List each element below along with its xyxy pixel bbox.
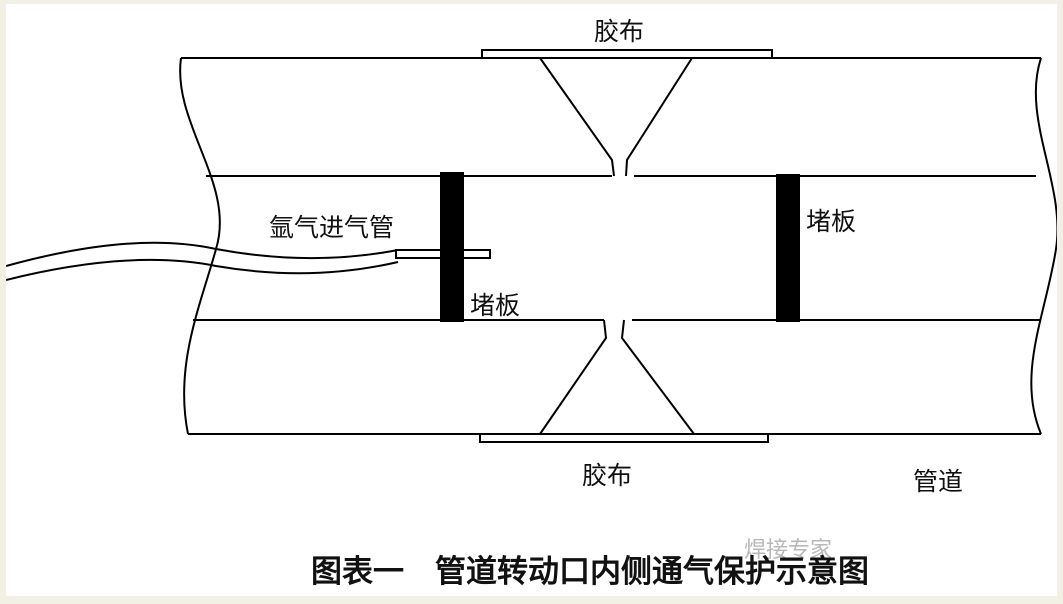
tape-bottom-label: 胶布: [582, 461, 633, 490]
bevel-top-left: [539, 57, 615, 177]
right-break-line: [1030, 57, 1057, 435]
plug-left: [440, 172, 464, 322]
argon-hose-upper: [6, 241, 399, 267]
bevel-bottom-right: [620, 319, 695, 435]
plug-left-label: 堵板: [470, 291, 521, 320]
tape-bottom: [479, 433, 769, 443]
diagram-canvas: 胶布 胶布 氩气进气管 堵板 堵板 管道 焊接专家 图表一 管道转动口内侧通气保…: [6, 4, 1057, 596]
pipe-purge-diagram: [6, 49, 1057, 443]
argon-inlet-pipe-front: [395, 249, 491, 259]
bevel-top-right: [625, 57, 693, 177]
tape-top-label: 胶布: [594, 17, 645, 46]
pipe-label: 管道: [913, 467, 964, 496]
figure-caption: 图表一 管道转动口内侧通气保护示意图: [311, 554, 869, 590]
tape-top: [481, 49, 773, 59]
plug-right-label: 堵板: [806, 207, 857, 236]
argon-inlet-label: 氩气进气管: [269, 213, 395, 242]
watermark: 焊接专家: [744, 538, 833, 563]
bevel-bottom-left: [539, 319, 608, 435]
argon-hose-lower: [6, 258, 399, 281]
plug-right: [776, 174, 800, 322]
